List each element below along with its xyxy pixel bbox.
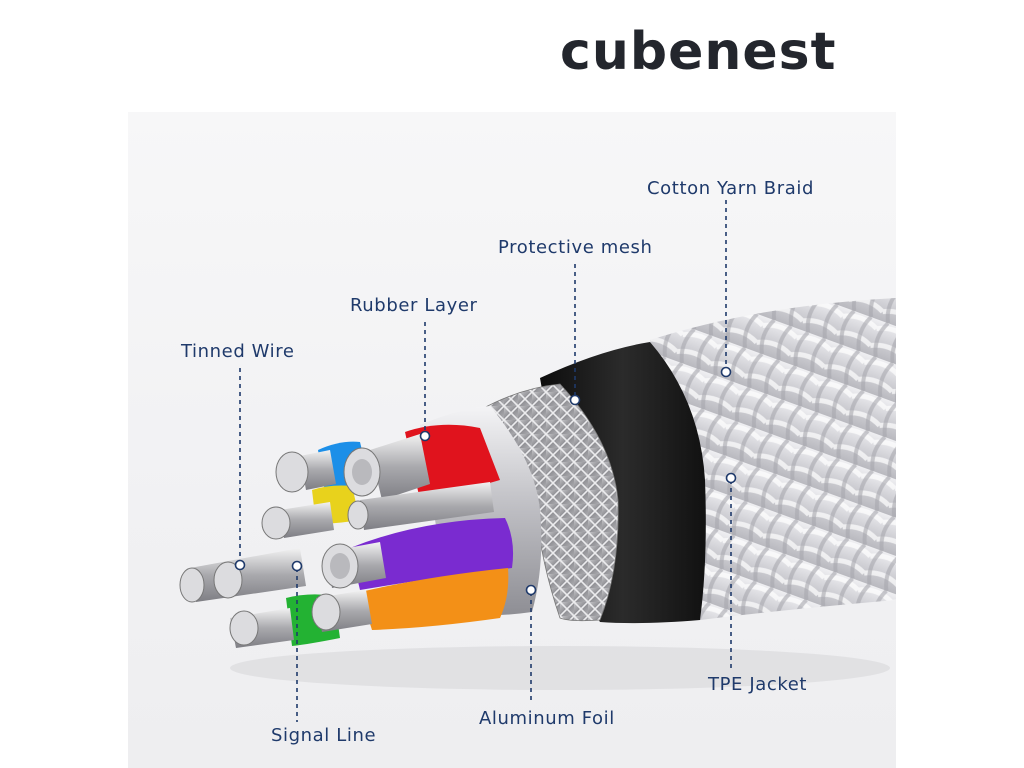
marker-signal-line — [291, 560, 303, 572]
cotton-yarn-braid-shape — [650, 298, 896, 620]
marker-cotton-yarn-braid — [720, 366, 732, 378]
marker-protective-mesh — [569, 394, 581, 406]
label-signal-line: Signal Line — [271, 725, 377, 746]
label-aluminum-foil: Aluminum Foil — [479, 708, 615, 729]
label-tinned-wire: Tinned Wire — [181, 341, 295, 362]
marker-aluminum-foil — [525, 584, 537, 596]
label-tpe-jacket: TPE Jacket — [708, 674, 808, 695]
label-cotton-yarn-braid: Cotton Yarn Braid — [647, 178, 815, 199]
brand-logo: cubenest — [560, 22, 837, 82]
marker-rubber-layer — [419, 430, 431, 442]
cable-shadow — [230, 646, 890, 690]
tinned-wire-bundles — [179, 434, 494, 648]
marker-tpe-jacket — [725, 472, 737, 484]
purple-core — [350, 518, 514, 590]
marker-tinned-wire — [234, 559, 246, 571]
label-protective-mesh: Protective mesh — [498, 237, 653, 258]
orange-core — [360, 568, 509, 630]
label-rubber-layer: Rubber Layer — [350, 295, 478, 316]
